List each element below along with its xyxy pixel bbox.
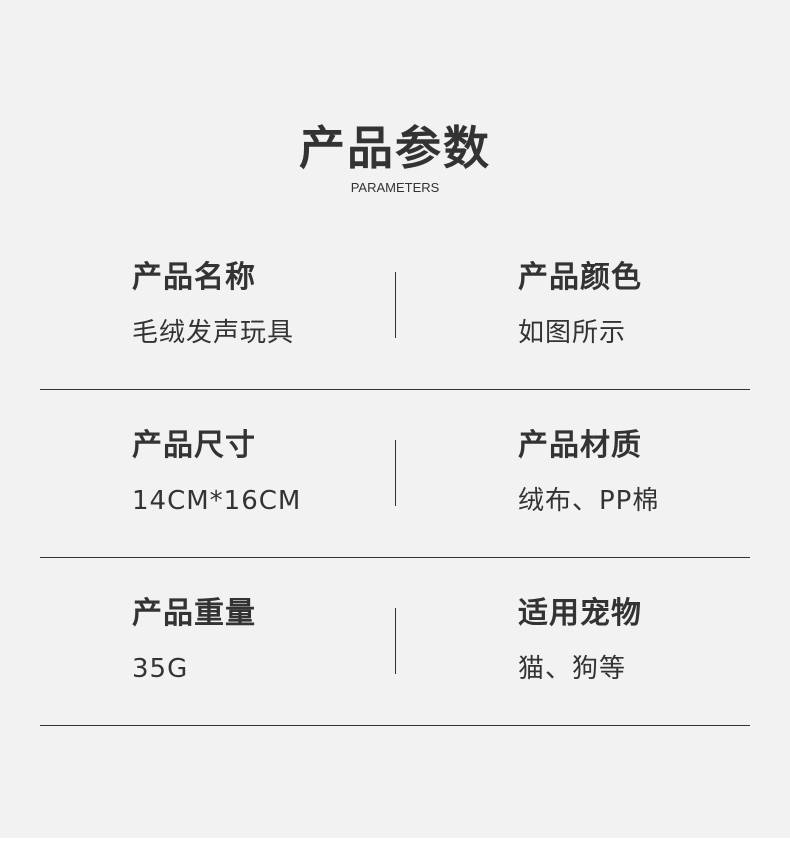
param-cell-color: 产品颜色 如图所示 [518, 258, 790, 350]
param-value: 14CM*16CM [132, 486, 302, 516]
param-row-2: 产品尺寸 14CM*16CM 产品材质 绒布、PP棉 [40, 390, 750, 558]
vertical-divider [395, 608, 396, 674]
horizontal-divider [40, 389, 750, 390]
param-label: 产品颜色 [518, 260, 642, 295]
param-cell-material: 产品材质 绒布、PP棉 [518, 426, 790, 518]
param-value: 毛绒发声玩具 [132, 318, 295, 348]
param-label: 产品尺寸 [132, 428, 256, 463]
param-label: 适用宠物 [518, 596, 642, 631]
page-background [0, 0, 790, 838]
param-label: 产品重量 [132, 596, 256, 631]
param-cell-size: 产品尺寸 14CM*16CM [132, 426, 432, 518]
title-block: 产品参数 PARAMETERS [0, 118, 790, 195]
vertical-divider [395, 272, 396, 338]
param-cell-name: 产品名称 毛绒发声玩具 [132, 258, 432, 350]
page-title: 产品参数 [299, 121, 491, 175]
param-cell-pet: 适用宠物 猫、狗等 [518, 594, 790, 686]
param-cell-weight: 产品重量 35G [132, 594, 432, 686]
param-value: 35G [132, 654, 189, 684]
page-bottom-strip [0, 838, 790, 857]
param-label: 产品材质 [518, 428, 642, 463]
param-value: 猫、狗等 [518, 654, 627, 684]
param-row-3: 产品重量 35G 适用宠物 猫、狗等 [40, 558, 750, 726]
page-subtitle: PARAMETERS [350, 180, 440, 195]
param-row-1: 产品名称 毛绒发声玩具 产品颜色 如图所示 [40, 222, 750, 390]
horizontal-divider [40, 557, 750, 558]
horizontal-divider [40, 725, 750, 726]
param-value: 如图所示 [518, 318, 627, 348]
param-value: 绒布、PP棉 [518, 486, 660, 516]
vertical-divider [395, 440, 396, 506]
param-label: 产品名称 [132, 260, 256, 295]
